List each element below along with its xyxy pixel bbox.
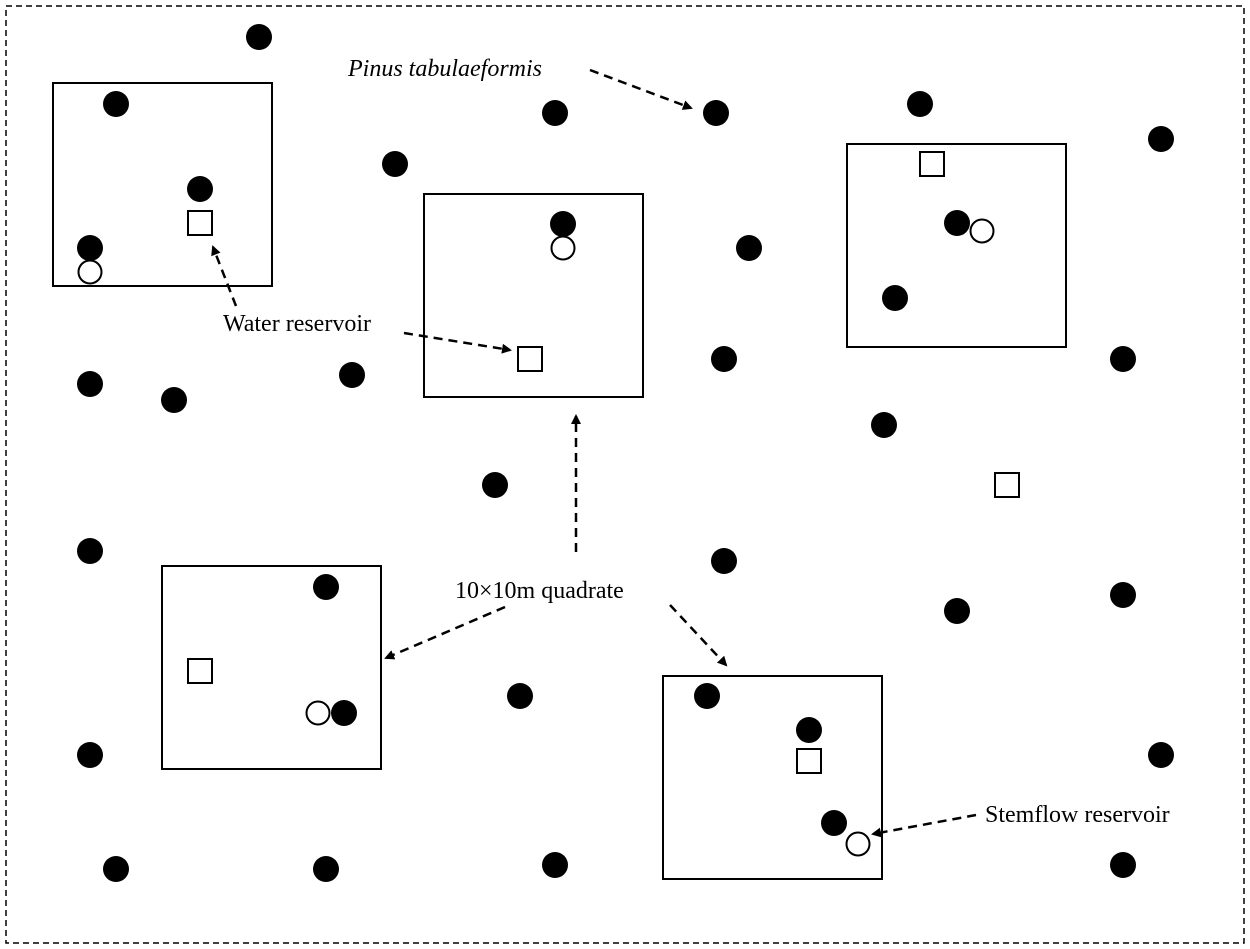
arrow-quadrate-right — [669, 604, 728, 667]
tree — [103, 91, 129, 117]
arrow-water-reservoir-1 — [211, 245, 238, 307]
quadrat-1 — [52, 82, 273, 287]
water-reservoir — [796, 748, 822, 774]
tree — [331, 700, 357, 726]
water-reservoir — [994, 472, 1020, 498]
tree — [882, 285, 908, 311]
tree — [736, 235, 762, 261]
tree — [944, 210, 970, 236]
water-reservoir-label: Water reservoir — [223, 311, 371, 337]
tree — [313, 574, 339, 600]
quadrat-3 — [846, 143, 1067, 348]
tree — [542, 100, 568, 126]
tree — [542, 852, 568, 878]
annotation-arrows — [211, 68, 977, 838]
quadrat-2 — [423, 193, 644, 398]
stemflow-reservoir-label: Stemflow reservoir — [985, 802, 1170, 828]
water-reservoir — [517, 346, 543, 372]
water-reservoir — [187, 658, 213, 684]
species-label: Pinus tabulaeformis — [347, 56, 542, 82]
tree — [944, 598, 970, 624]
tree — [161, 387, 187, 413]
tree — [77, 742, 103, 768]
tree — [1110, 582, 1136, 608]
stemflow-reservoir — [550, 235, 576, 261]
tree — [339, 362, 365, 388]
tree — [103, 856, 129, 882]
tree-layer — [77, 24, 1174, 882]
quadrat-4 — [161, 565, 382, 770]
tree — [1148, 126, 1174, 152]
quadrate-label: 10×10m quadrate — [455, 578, 624, 604]
tree — [246, 24, 272, 50]
tree — [821, 810, 847, 836]
stemflow-reservoir — [845, 831, 871, 857]
arrow-water-reservoir-2 — [403, 331, 512, 354]
tree — [507, 683, 533, 709]
plot-boundary — [5, 5, 1245, 944]
tree — [907, 91, 933, 117]
stemflow-reservoir — [969, 218, 995, 244]
quadrat-5 — [662, 675, 883, 880]
tree — [871, 412, 897, 438]
tree — [1110, 346, 1136, 372]
stemflow-layer — [77, 218, 995, 857]
tree — [711, 548, 737, 574]
tree — [1148, 742, 1174, 768]
arrow-quadrate-left — [384, 605, 506, 660]
tree — [796, 717, 822, 743]
tree — [694, 683, 720, 709]
water-reservoir — [919, 151, 945, 177]
tree — [77, 538, 103, 564]
tree — [77, 371, 103, 397]
stemflow-reservoir — [77, 259, 103, 285]
tree — [77, 235, 103, 261]
tree — [482, 472, 508, 498]
tree — [711, 346, 737, 372]
arrow-species — [589, 68, 693, 110]
arrow-stemflow — [871, 813, 977, 838]
water-reservoir — [187, 210, 213, 236]
tree — [313, 856, 339, 882]
water-reservoir-layer — [187, 151, 1020, 774]
tree — [187, 176, 213, 202]
tree — [703, 100, 729, 126]
tree — [550, 211, 576, 237]
stemflow-reservoir — [305, 700, 331, 726]
tree — [1110, 852, 1136, 878]
tree — [382, 151, 408, 177]
